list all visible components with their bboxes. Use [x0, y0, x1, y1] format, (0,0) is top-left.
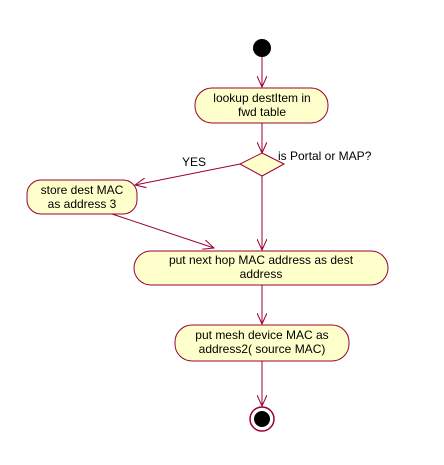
action-store-line2: as address 3 [48, 197, 117, 211]
action-lookup: lookup destItem in fwd table [194, 87, 329, 124]
yes-label: YES [182, 155, 206, 169]
action-mesh-line2: address2( source MAC) [199, 342, 326, 356]
action-lookup-line2: fwd table [238, 105, 286, 119]
decision-label: is Portal or MAP? [278, 149, 372, 163]
action-mesh-line1: put mesh device MAC as [195, 328, 328, 342]
final-node [249, 406, 275, 432]
action-nexthop-line2: address [240, 267, 283, 281]
action-store: store dest MAC as address 3 [26, 179, 138, 215]
initial-node [253, 39, 271, 57]
edge-decision-to-store [135, 163, 241, 185]
action-nexthop: put next hop MAC address as dest address [133, 250, 389, 286]
action-mesh: put mesh device MAC as address2( source … [174, 324, 350, 362]
action-nexthop-line1: put next hop MAC address as dest [169, 253, 354, 267]
action-store-line1: store dest MAC [41, 183, 124, 197]
action-lookup-line1: lookup destItem in [213, 91, 310, 105]
edge-store-to-nexthop [111, 213, 214, 248]
